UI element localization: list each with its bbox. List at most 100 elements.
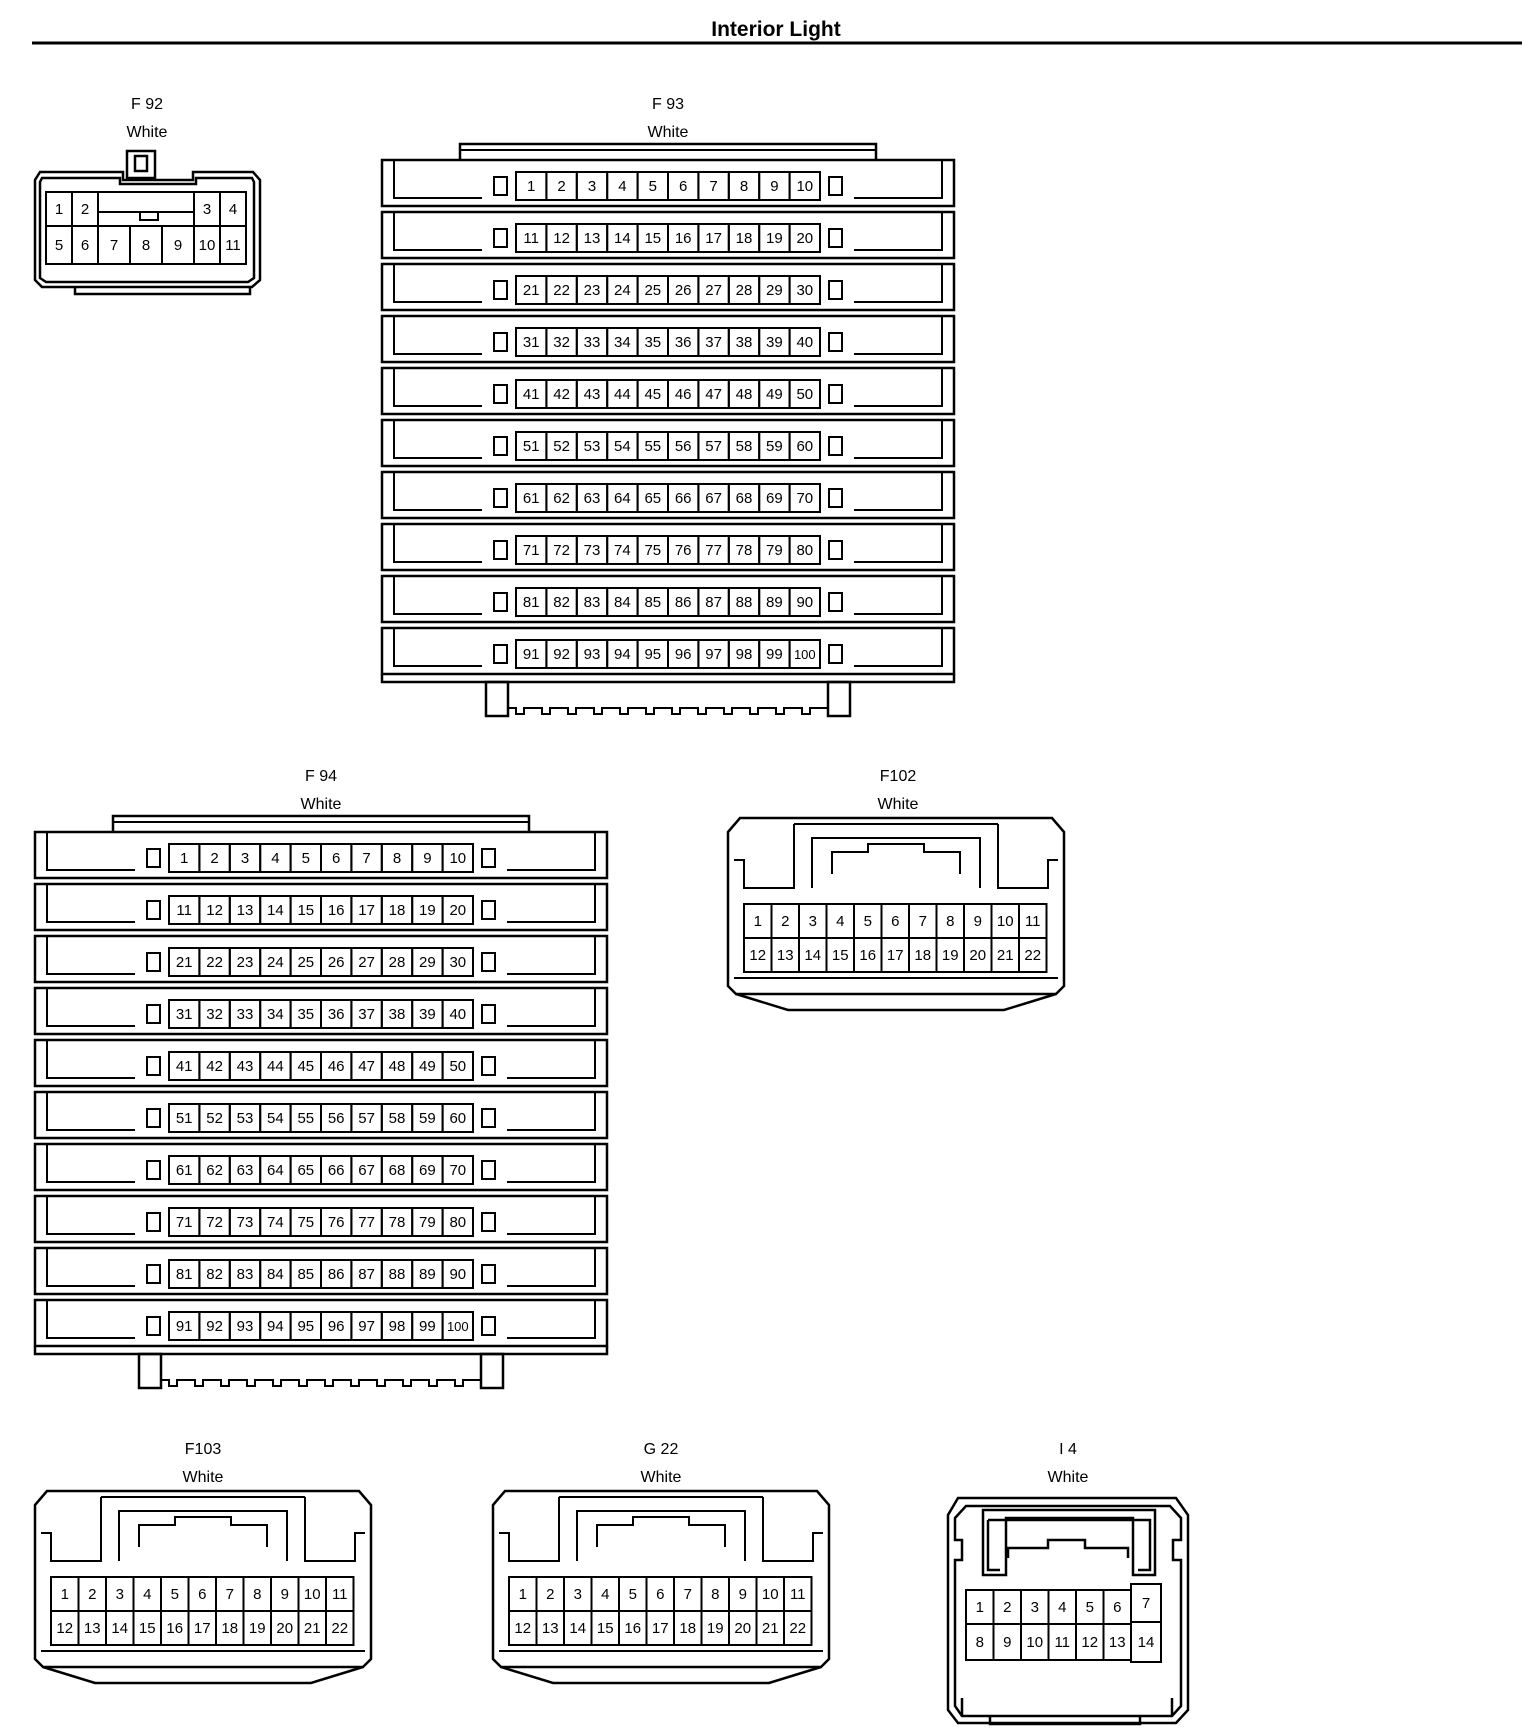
pin-label: 25 [644, 282, 661, 299]
pin-label: 70 [449, 1162, 466, 1179]
pin-cell: 69 [411, 1155, 444, 1185]
pin-cell: 3 [575, 171, 609, 201]
pin-cell: 46 [667, 379, 700, 409]
pin-cell: 19 [935, 937, 965, 973]
pin-cell: 54 [606, 431, 639, 461]
pin-cell: 70 [441, 1155, 475, 1185]
pin-cell: 20 [728, 1610, 758, 1646]
pin-label: 88 [389, 1266, 406, 1283]
pin-label: 91 [176, 1318, 193, 1335]
pin-cell: 35 [289, 999, 323, 1029]
pin-cell: 1 [743, 903, 773, 939]
pin-label: 21 [762, 1620, 779, 1637]
pin-label: 43 [584, 386, 601, 403]
pin-label: 7 [362, 850, 370, 867]
pin-cell: 10 [441, 843, 475, 873]
pin-cell: 19 [700, 1610, 730, 1646]
pin-cell: 6 [320, 843, 353, 873]
pin-cell: 30 [441, 947, 475, 977]
pin-label: 30 [449, 954, 466, 971]
pin-label: 57 [705, 438, 722, 455]
pin-cell: 28 [727, 275, 761, 305]
pin-label: 3 [809, 913, 817, 930]
pin-label: 13 [542, 1620, 559, 1637]
pin-cell: 97 [350, 1311, 383, 1341]
pin-cell: 41 [515, 379, 548, 409]
pin-cell: 5 [289, 843, 323, 873]
pin-cell: 27 [350, 947, 383, 977]
pin-cell: 13 [1102, 1623, 1132, 1661]
pin-label: 99 [419, 1318, 436, 1335]
pin-label: 20 [276, 1620, 293, 1637]
pin-cell: 8 [935, 903, 965, 939]
pin-label: 10 [449, 850, 466, 867]
pin-label: 45 [644, 386, 661, 403]
pin-label: 5 [55, 237, 63, 254]
pin-cell: 16 [667, 223, 700, 253]
pin-cell: 2 [535, 1576, 565, 1612]
pin-label: 29 [419, 954, 436, 971]
pin-label: 86 [675, 594, 692, 611]
pin-cell: 60 [441, 1103, 475, 1133]
pin-label: 19 [419, 902, 436, 919]
pin-cell: 90 [788, 587, 821, 617]
pin-label: 63 [584, 490, 601, 507]
pin-cell: 17 [350, 895, 383, 925]
pin-cell: 15 [590, 1610, 620, 1646]
pin-cell: 72 [545, 535, 578, 565]
pin-cell: 79 [758, 535, 791, 565]
pin-label: 21 [523, 282, 540, 299]
pin-cell: 2 [71, 191, 99, 227]
pin-cell: 8 [242, 1576, 272, 1612]
connector-housing [33, 149, 262, 296]
pin-label: 66 [328, 1162, 345, 1179]
pin-cell: 79 [411, 1207, 444, 1237]
pin-cell: 20 [788, 223, 821, 253]
pin-label: 52 [553, 438, 570, 455]
pin-label: 52 [206, 1110, 223, 1127]
pin-cell: 4 [219, 191, 247, 227]
pin-cell: 93 [575, 639, 609, 669]
pin-label: 24 [267, 954, 284, 971]
page-title: Interior Light [711, 18, 841, 41]
pin-label: 48 [736, 386, 753, 403]
pin-label: 1 [55, 201, 63, 218]
pin-label: 72 [553, 542, 570, 559]
pin-cell: 85 [636, 587, 669, 617]
pin-cell: 18 [673, 1610, 703, 1646]
pin-label: 11 [790, 1586, 806, 1603]
pin-cell: 45 [289, 1051, 323, 1081]
pin-label: 15 [644, 230, 661, 247]
pin-cell: 37 [350, 999, 383, 1029]
pin-label: 54 [614, 438, 631, 455]
pin-cell: 5 [636, 171, 669, 201]
pin-cell: 5 [618, 1576, 648, 1612]
pin-label: 62 [553, 490, 570, 507]
pin-label: 23 [237, 954, 254, 971]
pin-label: 70 [796, 490, 813, 507]
pin-label: 47 [358, 1058, 375, 1075]
pin-cell: 7 [1130, 1583, 1162, 1623]
pin-label: 58 [736, 438, 753, 455]
pin-label: 15 [832, 947, 849, 964]
pin-cell: 2 [545, 171, 578, 201]
pin-label: 36 [328, 1006, 345, 1023]
pin-label: 92 [553, 646, 570, 663]
pin-label: 18 [221, 1620, 238, 1637]
pin-label: 8 [946, 913, 954, 930]
pin-label: 10 [762, 1586, 779, 1603]
pin-label: 54 [267, 1110, 284, 1127]
pin-cell: 48 [727, 379, 761, 409]
pin-label: 5 [1086, 1599, 1094, 1616]
pin-cell: 93 [228, 1311, 262, 1341]
pin-cell: 14 [259, 895, 292, 925]
pin-cell: 8 [700, 1576, 730, 1612]
pin-cell: 42 [545, 379, 578, 409]
pin-label: 20 [449, 902, 466, 919]
pin-label: 4 [1058, 1599, 1066, 1616]
pin-label: 37 [358, 1006, 375, 1023]
pin-label: 13 [237, 902, 254, 919]
